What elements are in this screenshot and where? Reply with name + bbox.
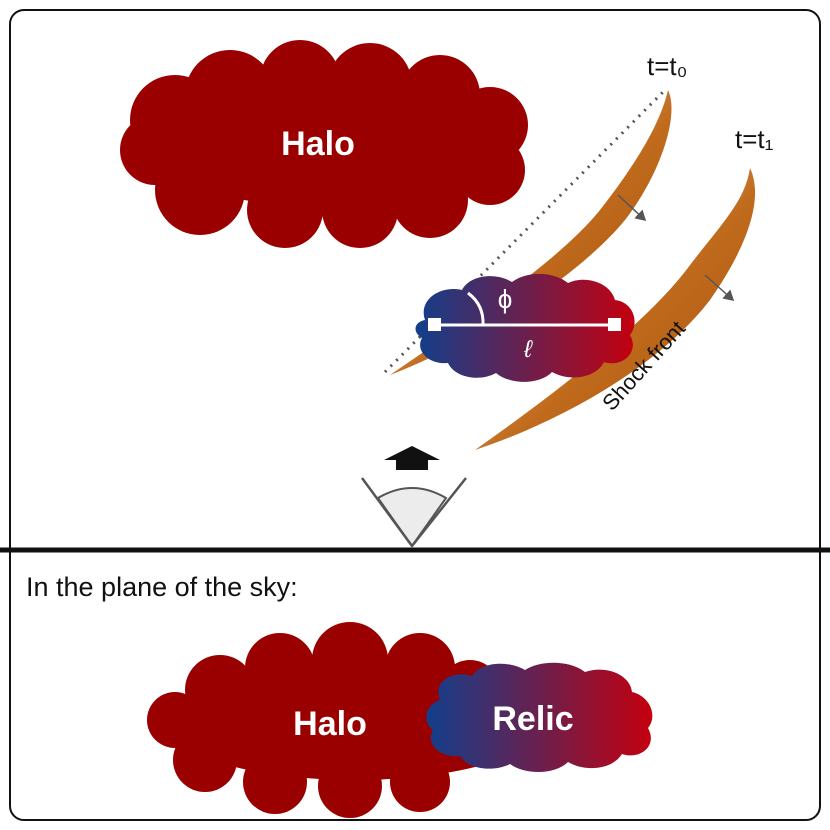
length-bar-end-right [608, 318, 621, 331]
angle-arc [467, 291, 485, 326]
halo-cloud-top [120, 40, 528, 248]
length-label: ℓ [523, 336, 533, 363]
relic-cloud-top [415, 273, 635, 382]
length-bar-end-left [428, 318, 441, 331]
view-direction-arrow-icon [384, 446, 440, 470]
halo-label-top: Halo [281, 125, 355, 163]
shock-front-t1 [475, 168, 756, 450]
propagation-arrow-t1 [704, 274, 735, 301]
bottom-panel-title: In the plane of the sky: [26, 572, 298, 602]
propagation-arrow-t0 [617, 194, 647, 222]
halo-label-bottom: Halo [293, 705, 367, 743]
angle-label: ϕ [498, 284, 513, 314]
observer-eye-icon [360, 477, 467, 548]
relic-label-bottom: Relic [492, 700, 573, 738]
relic-cloud-bottom [426, 662, 653, 773]
time-label-t1: t=t₁ [735, 124, 774, 154]
time-label-t0: t=t₀ [647, 51, 687, 81]
